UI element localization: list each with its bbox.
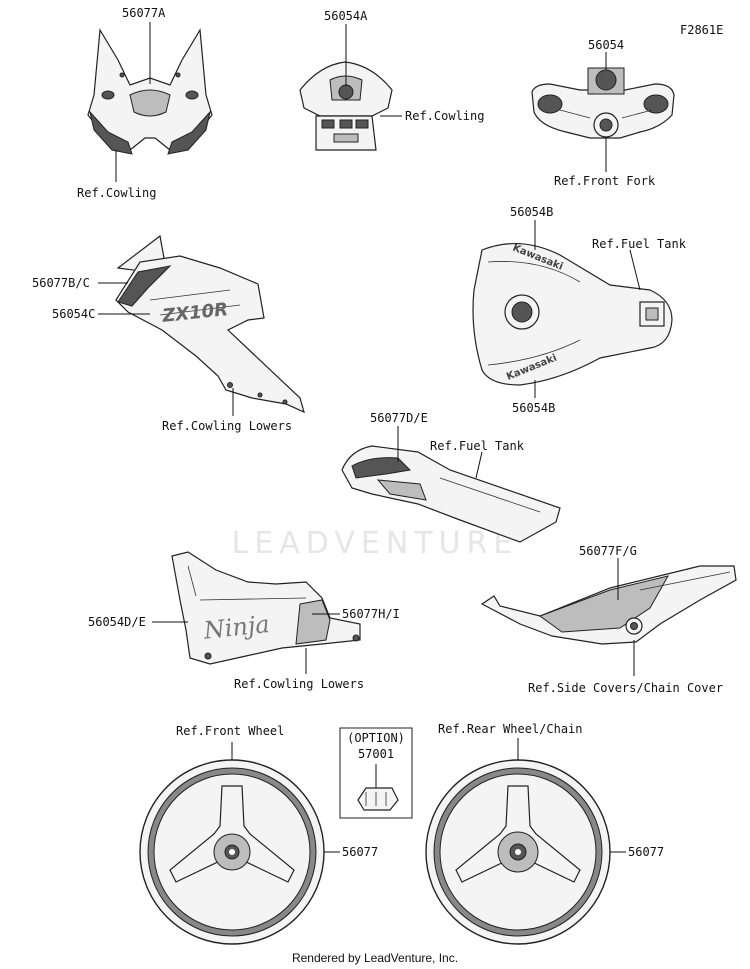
label-ref-cowling-lowers-1: Ref.Cowling Lowers	[162, 419, 292, 433]
front-wheel-illustration	[139, 759, 325, 945]
label-ref-side-covers: Ref.Side Covers/Chain Cover	[528, 681, 723, 695]
side-cowl-illustration: ZX10R	[115, 234, 305, 414]
lower-cowl-illustration: Ninja	[171, 551, 361, 665]
label-56077-rear: 56077	[628, 845, 664, 859]
option-box: (OPTION) 57001	[339, 727, 413, 819]
label-56077de: 56077D/E	[370, 411, 428, 425]
label-56054b-top: 56054B	[510, 205, 553, 219]
label-56077fg: 56077F/G	[579, 544, 637, 558]
label-ref-cowling-2: Ref.Cowling	[405, 109, 484, 123]
label-ref-cowling-lowers-2: Ref.Cowling Lowers	[234, 677, 364, 691]
label-56054de: 56054D/E	[88, 615, 146, 629]
side-cover-illustration	[480, 565, 737, 645]
label-57001: 57001	[358, 747, 394, 761]
leader-ref-fuel-tank-1	[629, 249, 641, 291]
label-ref-front-fork: Ref.Front Fork	[554, 174, 656, 188]
fuel-tank-illustration: Kawasaki Kawasaki	[472, 243, 673, 386]
footer-credit: Rendered by LeadVenture, Inc.	[292, 951, 458, 965]
diagram-id: F2861E	[680, 23, 723, 37]
label-56077-front: 56077	[342, 845, 378, 859]
top-clamp-illustration	[531, 67, 675, 139]
leader-ref-fuel-tank-2	[475, 451, 483, 479]
meter-cover-illustration	[299, 61, 393, 151]
tank-cover-illustration	[341, 445, 561, 543]
front-cowl-illustration	[87, 28, 213, 155]
label-56054a: 56054A	[324, 9, 368, 23]
decal-ninja: Ninja	[201, 610, 270, 645]
label-ref-fuel-tank-2: Ref.Fuel Tank	[430, 439, 525, 453]
label-56054c: 56054C	[52, 307, 95, 321]
label-56077hi: 56077H/I	[342, 607, 400, 621]
label-ref-rear-wheel: Ref.Rear Wheel/Chain	[438, 722, 583, 736]
watermark: LEADVENTURE	[232, 526, 519, 561]
option-part-illustration	[357, 787, 399, 811]
label-ref-cowling-1: Ref.Cowling	[77, 186, 156, 200]
label-ref-front-wheel: Ref.Front Wheel	[176, 724, 284, 738]
label-56054b-bottom: 56054B	[512, 401, 555, 415]
label-56077bc: 56077B/C	[32, 276, 90, 290]
label-56077a: 56077A	[122, 6, 166, 20]
label-option: (OPTION)	[347, 731, 405, 745]
label-56054: 56054	[588, 38, 624, 52]
rear-wheel-illustration	[425, 759, 611, 945]
label-ref-fuel-tank-1: Ref.Fuel Tank	[592, 237, 687, 251]
